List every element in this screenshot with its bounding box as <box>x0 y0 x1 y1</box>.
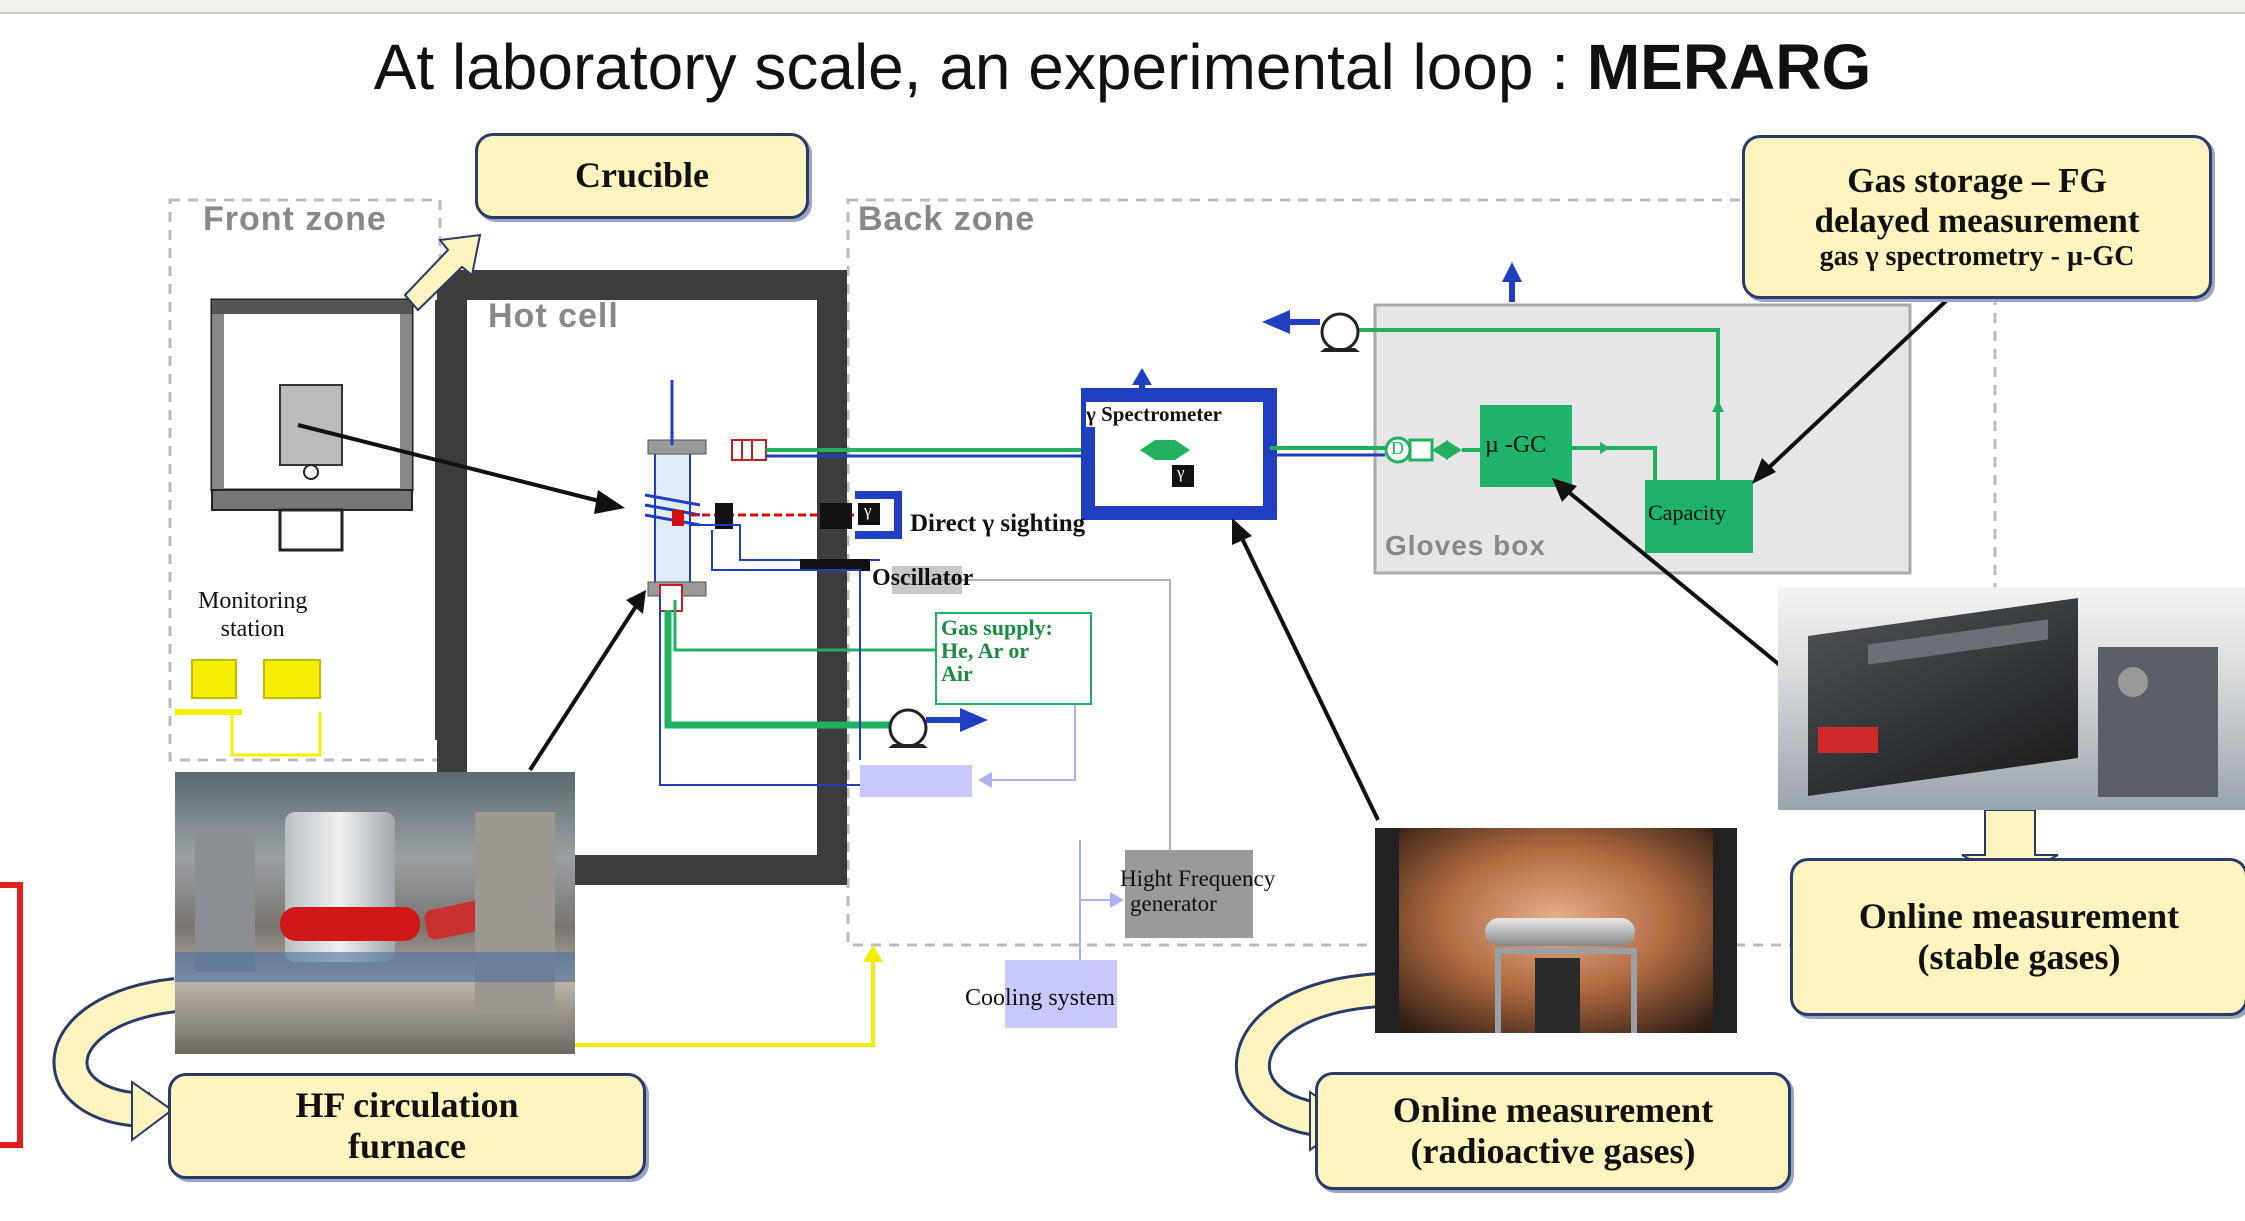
mu-gc-label: µ -GC <box>1485 432 1547 458</box>
online-radioactive-callout: Online measurement (radioactive gases) <box>1315 1072 1791 1190</box>
direct-sighting-detector <box>855 491 902 539</box>
spectrometer-label: γ Spectrometer <box>1086 402 1222 427</box>
online-radioactive-line-2: (radioactive gases) <box>1410 1131 1696 1171</box>
gas-supply-line-1: Gas supply: <box>941 615 1053 640</box>
monitoring-label: Monitoring station <box>198 588 307 643</box>
stable-gas-photo <box>1778 587 2245 810</box>
online-stable-line-1: Online measurement <box>1858 895 2180 936</box>
title-text: At laboratory scale, an experimental loo… <box>373 31 1587 103</box>
hf-furnace-line-2: furnace <box>348 1126 466 1166</box>
hot-cell-label: Hot cell <box>488 297 619 335</box>
hf-generator-line-1: Hight Frequency <box>1120 866 1276 891</box>
monitor-2 <box>263 659 321 699</box>
back-zone-box <box>846 198 1997 947</box>
gas-storage-callout: Gas storage – FG delayed measurement gas… <box>1742 135 2212 299</box>
capacity-box <box>1645 480 1753 553</box>
crucible-callout: Crucible <box>475 133 809 219</box>
capacity-label: Capacity <box>1648 500 1727 525</box>
crucible-text: Crucible <box>575 155 709 196</box>
direct-sighting-gamma: γ <box>864 501 872 520</box>
hf-generator-label: Hight Frequency generator <box>1120 866 1275 917</box>
pump-top <box>1320 312 1360 352</box>
gas-supply-line-2: He, Ar or <box>941 638 1030 664</box>
hf-furnace-callout: HF circulation furnace <box>168 1073 646 1179</box>
gloves-box-label: Gloves box <box>1385 530 1546 561</box>
cooling-system-label: Cooling system <box>965 985 1116 1011</box>
d-valve-label: D <box>1391 438 1404 458</box>
yellow-link <box>575 955 875 1047</box>
online-stable-callout: Online measurement (stable gases) <box>1790 858 2245 1016</box>
hot-cell-inner <box>467 300 817 855</box>
slide-title: At laboratory scale, an experimental loo… <box>0 30 2245 104</box>
gas-storage-line-3: gas γ spectrometry - µ-GC <box>1819 241 2135 273</box>
monitoring-line-1: Monitoring <box>198 588 308 614</box>
monitor-1 <box>191 659 237 699</box>
cooling-system-box <box>1005 960 1117 1028</box>
red-highlight-box <box>0 882 23 1148</box>
monitoring-line-2: station <box>220 615 285 642</box>
hf-generator-box <box>1125 850 1253 938</box>
gas-supply-label: Gas supply: He, Ar or Air <box>935 612 1092 705</box>
front-zone-label: Front zone <box>203 200 387 238</box>
crucible-arrow <box>403 233 482 312</box>
hot-cell-door <box>435 300 455 740</box>
cooling-block <box>860 765 972 797</box>
pump-bottom <box>888 708 928 748</box>
gloves-box <box>1373 303 1912 575</box>
furnace-photo <box>175 772 575 1054</box>
gas-storage-line-2: delayed measurement <box>1814 200 2140 240</box>
title-bold: MERARG <box>1586 31 1872 103</box>
gas-supply-line-3: Air <box>941 661 973 687</box>
radioactive-photo <box>1375 828 1737 1033</box>
mu-gc-box <box>1480 405 1572 487</box>
hf-furnace-line-1: HF circulation <box>295 1084 519 1125</box>
oscillator-label: Oscillator <box>872 565 974 591</box>
hf-generator-line-2: generator <box>1130 891 1217 917</box>
online-stable-line-2: (stable gases) <box>1917 937 2121 977</box>
gas-storage-line-1: Gas storage – FG <box>1847 160 2107 200</box>
online-radioactive-line-1: Online measurement <box>1392 1089 1714 1130</box>
direct-sighting-label: Direct γ sighting <box>910 510 1086 537</box>
spectrometer-gamma: γ <box>1177 463 1185 482</box>
top-border <box>0 0 2245 14</box>
back-zone-label: Back zone <box>858 200 1036 238</box>
